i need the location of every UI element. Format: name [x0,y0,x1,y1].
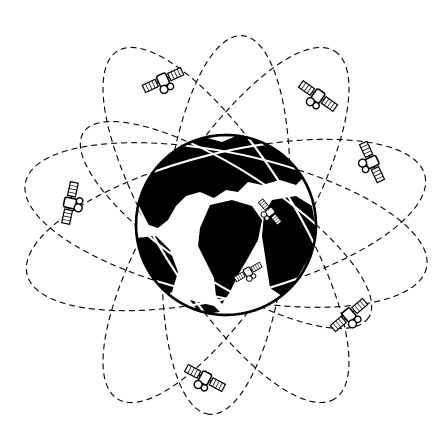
satellite-6 [180,363,226,399]
satellite-2 [293,79,338,119]
satellite-1 [141,66,187,101]
satellite-3 [351,140,386,186]
satellite-5 [329,297,373,339]
satellite-4 [60,181,87,226]
earth-globe [10,15,441,435]
